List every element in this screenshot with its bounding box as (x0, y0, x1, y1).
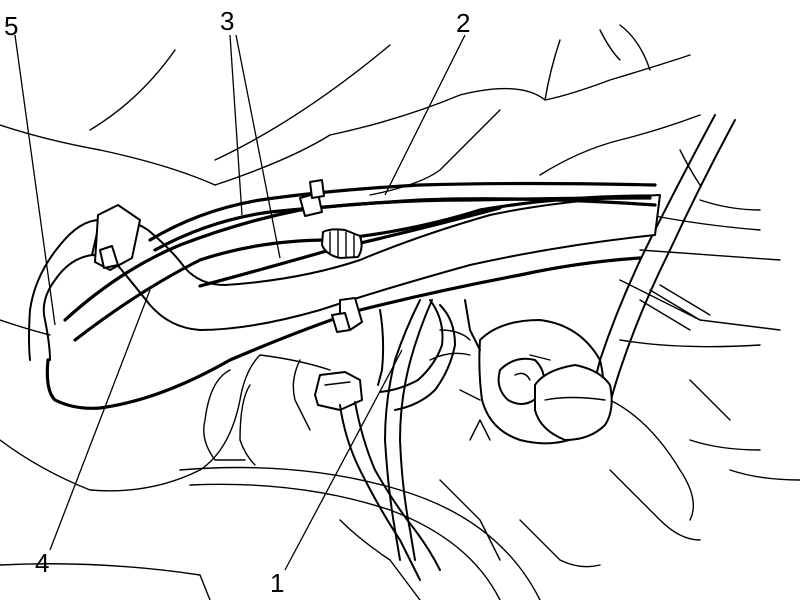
return-hose (45, 256, 642, 410)
callout-1: 1 (270, 568, 284, 598)
callout-5: 5 (4, 11, 18, 41)
hose-4 (28, 194, 661, 361)
engine-bay-background (0, 24, 800, 600)
leader-lines (14, 34, 466, 571)
part-1-hoses (377, 299, 481, 561)
rod (534, 114, 736, 441)
connector (314, 371, 441, 581)
callout-4: 4 (35, 548, 49, 578)
part-2-line (148, 181, 657, 252)
callout-2: 2 (456, 8, 470, 38)
callout-3: 3 (220, 6, 234, 36)
clamps (94, 179, 363, 333)
